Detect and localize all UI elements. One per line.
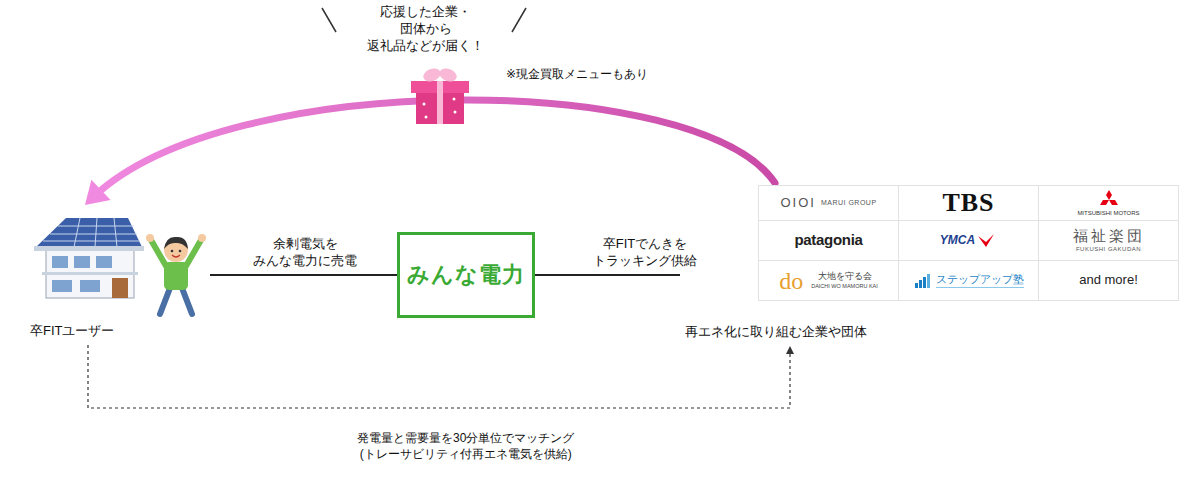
house-illustration [112, 278, 128, 298]
logo-mark [915, 283, 918, 288]
logo-mark [923, 277, 926, 288]
logo-cell: OIOI MARUI GROUP [758, 185, 899, 221]
child-illustration [198, 234, 206, 242]
child-illustration [146, 234, 154, 242]
house-illustration [96, 256, 112, 268]
callout-slashes [322, 8, 336, 32]
edge-label: 余剰電気を みんな電力に売電 [251, 236, 359, 270]
connector-line [210, 274, 397, 276]
house-illustration [52, 280, 72, 292]
connector-line [535, 274, 680, 276]
house-illustration [74, 256, 90, 268]
logo-cell: MITSUBISHI MOTORS [1038, 185, 1179, 221]
logo-mark [977, 233, 995, 249]
child-illustration [186, 240, 201, 266]
house-illustration [34, 246, 144, 251]
child-illustration [182, 288, 192, 314]
node-text: MITSUBISHI MOTORS [1077, 210, 1139, 218]
logo-cell: do 大地を守る会DAICHI WO MAMORU KAI [758, 260, 899, 301]
house-illustration [95, 218, 97, 247]
node-text: 福祉楽団 [1073, 227, 1145, 246]
node-text: 卒FITユーザー [30, 323, 115, 339]
node-text: ステップアップ塾 [936, 273, 1024, 288]
node-text: みんな電力 [407, 261, 525, 289]
logo-cell: and more! [1038, 260, 1179, 301]
house-illustration [36, 218, 142, 247]
edge-label: 応援した企業・団体から 返礼品などが届く！ [365, 4, 486, 55]
gift-box [437, 81, 443, 124]
logo-mark [915, 274, 931, 288]
node-text: TBS [942, 187, 994, 220]
connector [88, 345, 794, 408]
logo-cell: TBS [898, 185, 1039, 221]
child-illustration [164, 262, 188, 290]
logo-group: 大地を守る会DAICHI WO MAMORU KAI [811, 271, 878, 289]
gift-box [411, 66, 469, 124]
logo-mark [919, 280, 922, 288]
house-illustration [52, 256, 68, 268]
logo-group: do [779, 266, 811, 296]
house-illustration [50, 234, 137, 235]
logo-cell: patagonia [758, 220, 899, 261]
node-text: OIOI [780, 195, 815, 211]
node-text: do [779, 266, 803, 296]
arrowhead [786, 346, 794, 354]
logo-mark [1100, 200, 1109, 205]
logo-mark [978, 234, 994, 247]
gift-box [437, 66, 458, 83]
logo-mark [1109, 200, 1118, 205]
logo-cell: YMCA [898, 220, 1039, 261]
user-group: 卒FITユーザー [20, 205, 210, 345]
gift-box [425, 116, 428, 119]
logo-mark [915, 274, 931, 288]
gift-box [423, 103, 426, 106]
node-text: DAICHI WO MAMORU KAI [811, 283, 878, 290]
edge-label: 発電量と需要量を30分単位でマッチング (トレーサビリティ付再エネ電気を供給) [355, 431, 576, 462]
logo-mark [977, 233, 995, 249]
child-illustration [171, 250, 174, 253]
edge-label: 卒FITでんきを トラッキング供給 [591, 236, 699, 270]
node-text: 再エネ化に取り組む企業や団体 [685, 324, 867, 340]
house-illustration [74, 218, 80, 247]
node-text: and more! [1079, 272, 1138, 288]
logo-cell: 福祉楽団FUKUSHI GAKUDAN [1038, 220, 1179, 261]
connector [210, 275, 397, 276]
node-text: YMCA [940, 233, 975, 248]
child-illustration [164, 237, 188, 249]
logo-mark [1099, 190, 1119, 208]
node-text: patagonia [794, 231, 862, 250]
connector-line [88, 345, 790, 408]
house-illustration [114, 218, 117, 247]
logo-mark [1099, 190, 1119, 208]
logo-cell: ステップアップ塾 [898, 260, 1039, 301]
child-illustration [146, 234, 206, 314]
house-illustration [43, 241, 140, 242]
child-illustration [160, 288, 170, 314]
logo-mark [927, 274, 930, 288]
house-illustration [42, 272, 138, 275]
arrowhead [85, 180, 111, 205]
gift-box [454, 111, 457, 114]
child-illustration [172, 255, 180, 257]
child-illustration [151, 240, 166, 266]
child-illustration [179, 250, 182, 253]
gift-box [421, 66, 442, 83]
gift-box [453, 98, 456, 101]
connector [535, 275, 680, 276]
node-text: MARUI GROUP [821, 199, 877, 208]
house-illustration [80, 280, 100, 292]
house-illustration [34, 218, 144, 298]
callout-slashes [512, 8, 526, 32]
node-text: 大地を守る会 [818, 271, 872, 282]
partner-group: 再エネ化に取り組む企業や団体 OIOI MARUI GROUP TBS MITSUBIS… [680, 183, 1178, 346]
company-box: みんな電力 [397, 232, 535, 318]
node-text: FUKUSHI GAKUDAN [1076, 246, 1141, 254]
logo-mark [1106, 190, 1112, 200]
note-label: ※現金買取メニューもあり [506, 66, 648, 83]
